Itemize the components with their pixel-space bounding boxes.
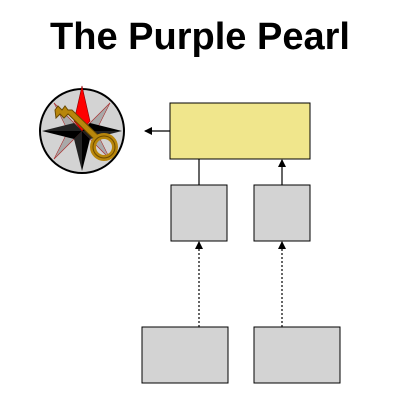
diagram-node-mid-right (253, 184, 311, 242)
key-icon (54, 105, 118, 161)
diagram-title: The Purple Pearl (50, 16, 350, 58)
diagram-node-bottom-left (141, 326, 229, 384)
diagram-node-target (169, 102, 311, 160)
diagram-node-bottom-right (253, 326, 341, 384)
compass-star-key-icon (39, 85, 125, 174)
diagram-node-mid-left (170, 184, 228, 242)
